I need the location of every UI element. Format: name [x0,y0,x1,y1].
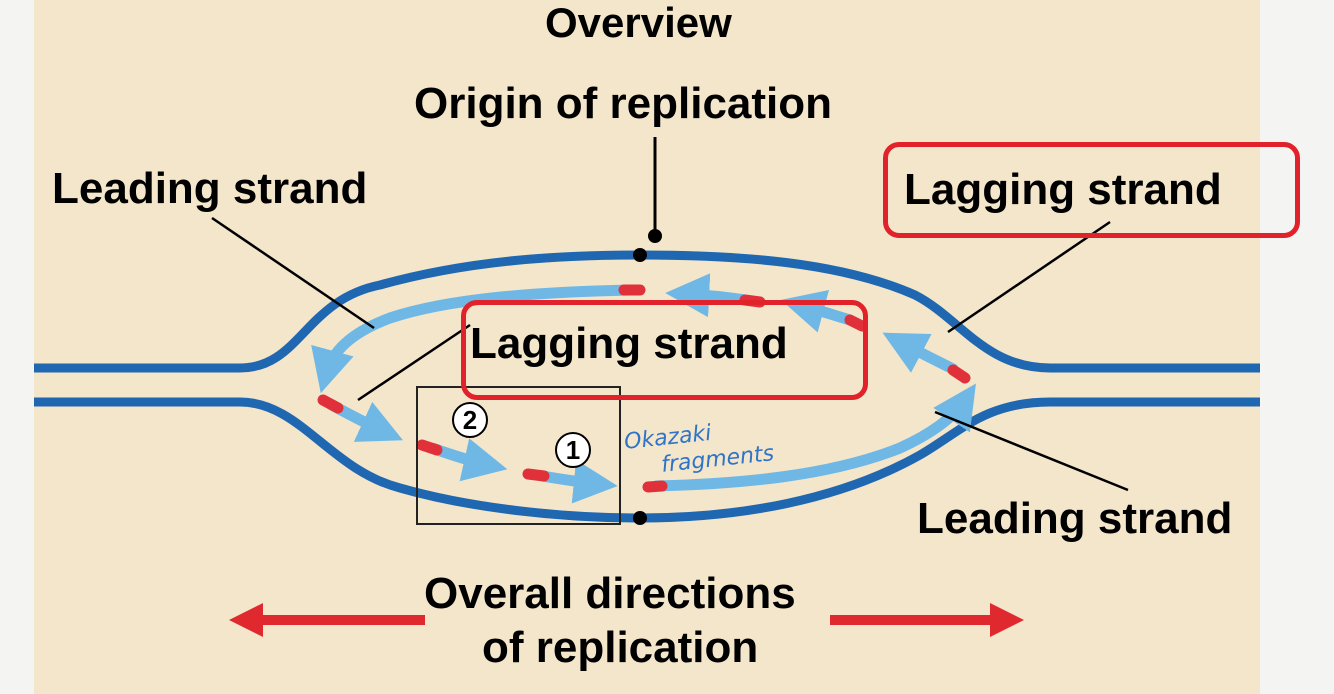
fragment-zoom-box [416,386,621,525]
origin-dot-top [633,248,647,262]
leading-strand-top [311,284,631,394]
label-leading-strand-left: Leading strand [52,164,368,213]
highlight-box-lagging-right [883,142,1300,238]
label-lagging-strand-center: Lagging strand [470,319,788,368]
leading-strand-bottom [654,383,976,492]
primer-upper-3 [947,364,971,384]
lagging-fragment-upper-3 [882,332,958,375]
callout-line-leading-right [934,410,1129,492]
origin-dot-bottom [633,511,647,525]
label-origin-of-replication: Origin of replication [414,79,833,128]
marker-2: 2 [452,402,488,438]
origin-dot-pointer [648,229,662,243]
highlight-box-lagging-center [461,300,868,400]
lagging-fragment-lower-3 [541,459,618,504]
marker-1: 1 [555,432,591,468]
label-directions-line2: of replication [482,623,759,672]
primer-lower-1 [317,394,344,414]
primer-lower-3 [522,468,550,482]
primer-lower-2 [416,439,443,456]
label-directions-line1: Overall directions [424,569,796,618]
callout-line-lagging-right [947,220,1111,334]
callout-line-leading-left [211,216,375,330]
diagram-background [34,0,1260,694]
primer-leading-bottom [642,480,668,493]
callout-line-lagging-center [357,323,471,402]
title: Overview [545,0,732,46]
label-leading-strand-right: Leading strand [917,494,1233,543]
primer-upper-2 [844,314,868,332]
label-lagging-strand-right: Lagging strand [904,165,1222,214]
